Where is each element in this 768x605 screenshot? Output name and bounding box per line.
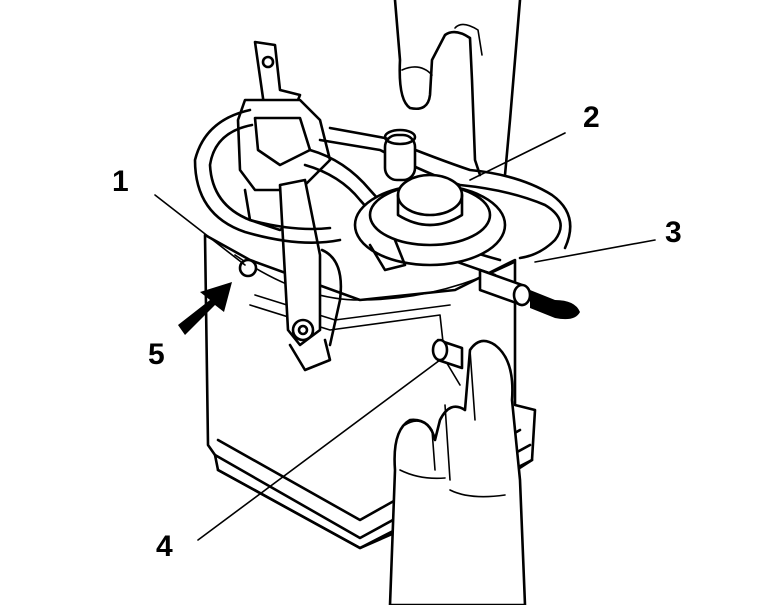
callout-5: 5	[148, 338, 165, 371]
pointer-arrow	[178, 282, 232, 335]
drain-nipple	[431, 338, 464, 370]
purge-solenoid	[236, 40, 343, 372]
upper-hand	[393, 0, 522, 177]
outlet-nipple	[478, 268, 532, 307]
lower-hand	[388, 339, 527, 605]
callout-2: 2	[583, 101, 600, 134]
callout-1: 1	[112, 165, 129, 198]
callout-3: 3	[665, 216, 682, 249]
leader-lines	[154, 132, 656, 541]
callout-4: 4	[156, 530, 173, 563]
direction-arrow	[530, 290, 580, 320]
vent-valve	[353, 128, 507, 272]
